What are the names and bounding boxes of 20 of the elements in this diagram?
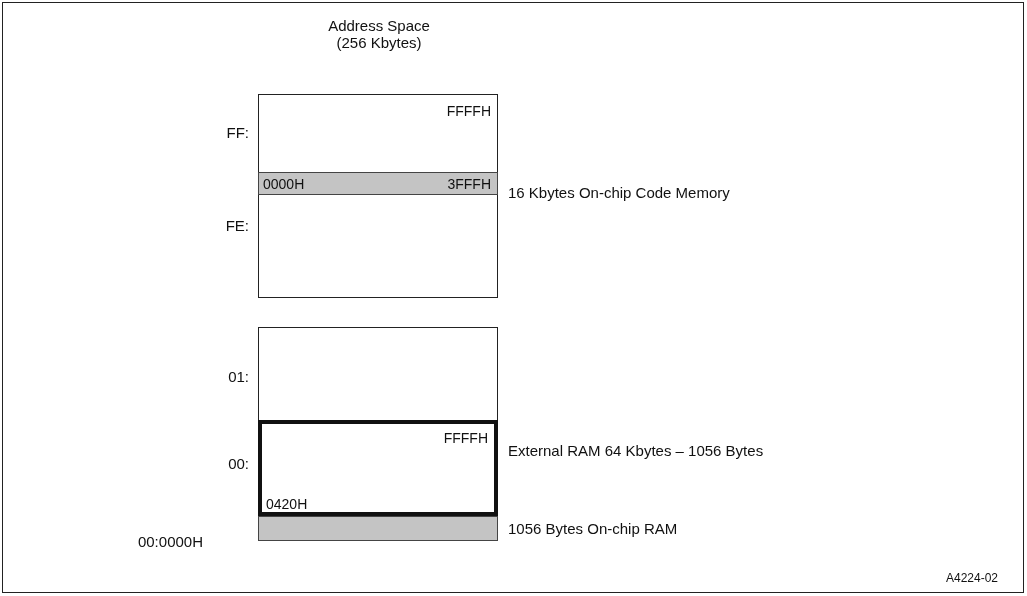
segment-label: 00:0000H bbox=[137, 533, 203, 550]
memory-band bbox=[258, 516, 498, 541]
memory-block bbox=[258, 94, 498, 298]
segment-label: 01: bbox=[228, 368, 249, 385]
memory-block bbox=[258, 327, 498, 541]
segment-label: 00: bbox=[228, 455, 249, 472]
memory-block bbox=[258, 420, 498, 516]
title: Address Space (256 Kbytes) bbox=[327, 17, 431, 51]
region-description: 16 Kbytes On-chip Code Memory bbox=[508, 184, 730, 201]
address-label: FFFFH bbox=[446, 103, 491, 120]
region-description: External RAM 64 Kbytes – 1056 Bytes bbox=[508, 442, 764, 459]
address-label: 0420H bbox=[266, 496, 308, 513]
region-description: 1056 Bytes On-chip RAM bbox=[508, 520, 678, 537]
segment-label: FF: bbox=[226, 124, 249, 141]
figure-number: A4224-02 bbox=[946, 570, 999, 587]
address-label: FFFFH bbox=[443, 430, 488, 447]
address-label: 0000H bbox=[263, 176, 305, 193]
segment-label: FE: bbox=[225, 217, 249, 234]
address-label: 3FFFH bbox=[447, 176, 491, 193]
memory-band bbox=[258, 172, 498, 195]
